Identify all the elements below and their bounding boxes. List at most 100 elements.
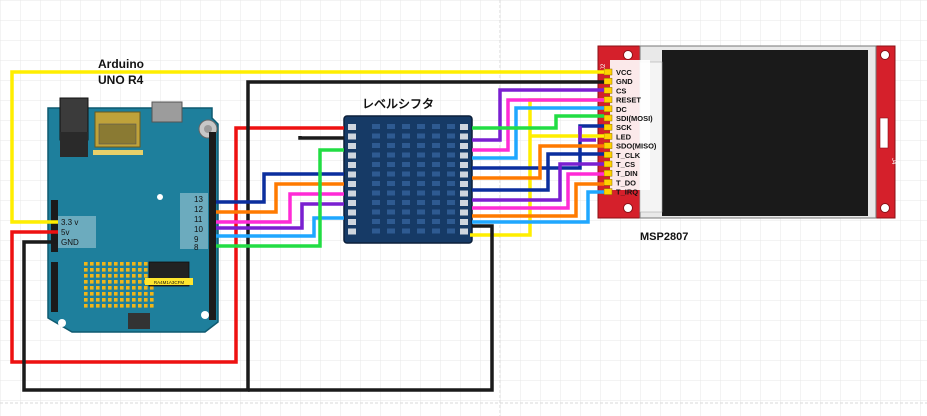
- shifter-pin-left: [348, 143, 356, 149]
- shifter-channel-mark: [372, 171, 380, 177]
- led-dot: [84, 268, 88, 272]
- shifter-channel-mark: [447, 181, 455, 186]
- shifter-pin-right: [460, 143, 468, 149]
- led-dot: [90, 286, 94, 290]
- mount-hole: [58, 319, 66, 327]
- shifter-channel-mark: [432, 209, 440, 215]
- led-dot: [108, 274, 112, 278]
- shifter-pin-left: [348, 181, 356, 187]
- arduino-pin-10-label: 10: [194, 225, 203, 234]
- led-dot: [108, 298, 112, 302]
- led-dot: [114, 304, 118, 308]
- display-pin-label: SDO(MISO): [616, 142, 657, 151]
- shifter-channel-mark: [432, 219, 440, 224]
- shifter-channel-mark: [432, 228, 440, 234]
- shifter-channel-mark: [402, 133, 410, 139]
- led-dot: [96, 304, 100, 308]
- led-dot: [126, 268, 130, 272]
- shifter-channel-mark: [417, 200, 425, 205]
- wire-tdin-magenta: [472, 172, 604, 210]
- led-dot: [144, 304, 148, 308]
- power-label-box: [58, 216, 96, 248]
- display-pin-label: T_CLK: [616, 151, 641, 160]
- shifter-channel-mark: [402, 190, 410, 196]
- wire-d13-blue: [216, 172, 344, 204]
- shifter-channel-mark: [432, 200, 440, 205]
- led-dot: [120, 298, 124, 302]
- shifter-channel-mark: [432, 152, 440, 158]
- shifter-pin-left: [348, 228, 356, 235]
- level-shifter: [343, 115, 473, 244]
- shifter-channel-mark: [387, 124, 395, 129]
- shifter-pin-left: [348, 133, 356, 140]
- digital-label-box: [180, 193, 208, 249]
- arduino-pin-9-label: 9: [194, 235, 199, 244]
- shifter-channel-mark: [402, 209, 410, 215]
- shifter-pin-right: [460, 200, 468, 206]
- led-dot: [132, 292, 136, 296]
- wire-dc-cyan: [472, 106, 604, 160]
- shifter-channel-mark: [402, 152, 410, 158]
- shifter-pin-left: [348, 162, 356, 168]
- shifter-pin-left: [348, 124, 356, 130]
- display-pin-label: T_CS: [616, 160, 635, 169]
- wire-5v-red: [10, 126, 344, 364]
- led-dot: [150, 286, 154, 290]
- shifter-channel-mark: [417, 190, 425, 196]
- led-dot: [96, 268, 100, 272]
- led-dot: [96, 286, 100, 290]
- led-dot: [138, 292, 142, 296]
- shifter-channel-mark: [372, 190, 380, 196]
- module-shield: [98, 123, 137, 145]
- shifter-channel-mark: [387, 143, 395, 148]
- led-dot: [102, 268, 106, 272]
- led-dot: [114, 280, 118, 284]
- shifter-channel-mark: [417, 181, 425, 186]
- led-dot: [84, 298, 88, 302]
- shifter-channel-mark: [432, 162, 440, 167]
- display-pin-label: T_IRQ: [616, 188, 638, 197]
- display-pin-label: LED: [616, 132, 632, 141]
- shifter-channel-mark: [432, 181, 440, 186]
- wires: [10, 70, 604, 392]
- shifter-channel-mark: [372, 143, 380, 148]
- led-dot: [108, 262, 112, 266]
- led-dot: [96, 274, 100, 278]
- mount-hole: [623, 50, 633, 60]
- display-pin-pad: [603, 169, 613, 177]
- led-dot: [108, 280, 112, 284]
- mount-hole: [880, 203, 890, 213]
- sd-header: [879, 117, 889, 149]
- led-dot: [90, 274, 94, 278]
- arduino-pin-12-label: 12: [194, 205, 203, 214]
- shifter-channel-mark: [372, 152, 380, 158]
- shifter-pin-left: [348, 219, 356, 225]
- led-dot: [84, 280, 88, 284]
- shifter-channel-mark: [447, 190, 455, 196]
- led-dot: [144, 298, 148, 302]
- shifter-channel-mark: [372, 200, 380, 205]
- shifter-pin-left: [348, 152, 356, 159]
- led-dot: [132, 262, 136, 266]
- led-dot: [114, 298, 118, 302]
- shifter-channel-mark: [402, 124, 410, 129]
- led-dot: [90, 280, 94, 284]
- shifter-channel-mark: [417, 143, 425, 148]
- display-j2-mark: J2: [601, 63, 607, 70]
- shifter-pin-left: [348, 209, 356, 216]
- wire-miso-orange: [472, 144, 604, 180]
- display-pin-pad: [603, 142, 613, 149]
- wire-d11-magenta: [216, 192, 344, 224]
- shifter-pins: [348, 124, 468, 235]
- wire-tdo-orange: [472, 182, 604, 218]
- shifter-channel-mark: [372, 124, 380, 129]
- led-dot: [132, 304, 136, 308]
- led-dot: [138, 262, 142, 266]
- led-dot: [114, 262, 118, 266]
- led-dot: [144, 292, 148, 296]
- mount-hole: [157, 194, 163, 200]
- led-dot: [102, 292, 106, 296]
- shifter-channel-mark: [402, 143, 410, 148]
- shifter-channel-mark: [372, 133, 380, 139]
